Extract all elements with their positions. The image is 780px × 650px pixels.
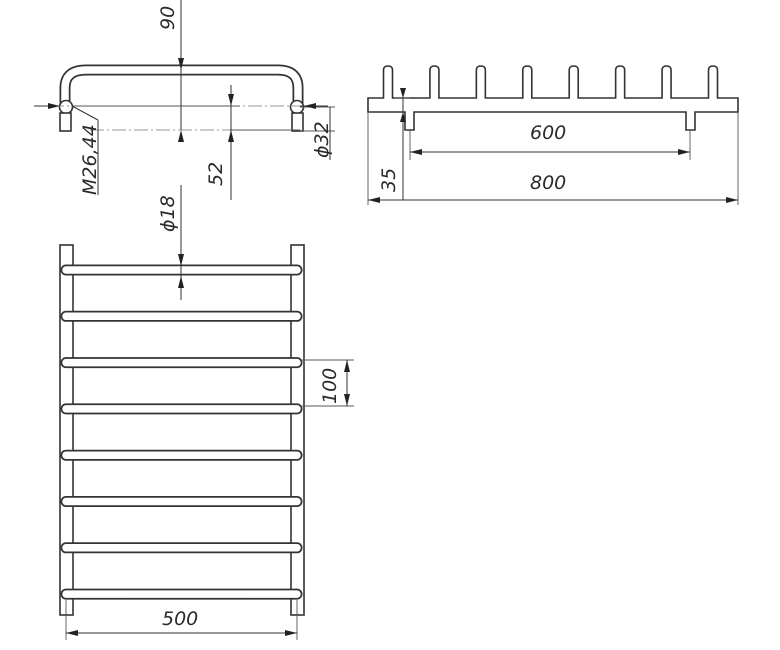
front-view-right-post (290, 244, 305, 616)
top-view-left-fitting (58, 99, 74, 115)
side-view-body (367, 65, 739, 131)
label-100: 100 (319, 368, 341, 404)
label-500: 500 (162, 608, 198, 630)
label-m26: M26,44 (79, 124, 101, 195)
top-view-tube-inner (61, 66, 302, 109)
label-600: 600 (530, 122, 566, 144)
label-800: 800 (530, 172, 566, 194)
label-52: 52 (205, 162, 227, 186)
label-phi18: ϕ18 (157, 195, 179, 232)
front-view (59, 185, 354, 640)
top-view-left-stub (59, 112, 72, 132)
label-phi32: ϕ32 (311, 121, 333, 158)
top-view-right-stub (291, 112, 304, 132)
side-view (367, 65, 739, 205)
front-view-rungs (60, 264, 303, 600)
label-35: 35 (378, 168, 400, 192)
front-view-left-post (59, 244, 74, 616)
top-view (34, 0, 335, 200)
label-90: 90 (157, 6, 179, 30)
